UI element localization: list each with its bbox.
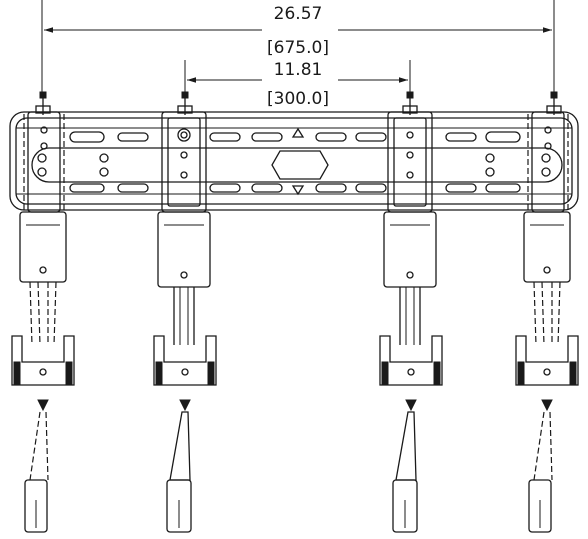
inner-dimension: 11.81 [300.0] — [184, 60, 411, 109]
mount-arm-2 — [153, 111, 217, 533]
inner-dimension-millimeters: [300.0] — [267, 89, 329, 109]
plate-holes — [37, 153, 551, 177]
wall-plate-inner-outline — [15, 117, 573, 205]
level-arrow-up — [291, 127, 305, 138]
wall-plate — [9, 111, 579, 211]
screws — [35, 91, 562, 115]
outer-dimension: 26.57 [675.0] — [41, 0, 555, 95]
lower-slot-row — [69, 183, 521, 193]
center-slot — [31, 147, 563, 183]
screw-1 — [35, 91, 51, 115]
mount-arm-4 — [515, 111, 579, 533]
wall-plate-outline — [9, 111, 579, 211]
inner-dimension-inches: 11.81 — [274, 60, 323, 80]
level-arrow-down — [291, 185, 305, 196]
mount-arm-3 — [379, 111, 443, 533]
outer-dimension-inches: 26.57 — [274, 4, 323, 24]
mount-arm-1 — [11, 111, 75, 533]
outer-dimension-millimeters: [675.0] — [267, 38, 329, 58]
upper-slot-row — [69, 131, 521, 143]
center-cutout — [271, 150, 329, 180]
